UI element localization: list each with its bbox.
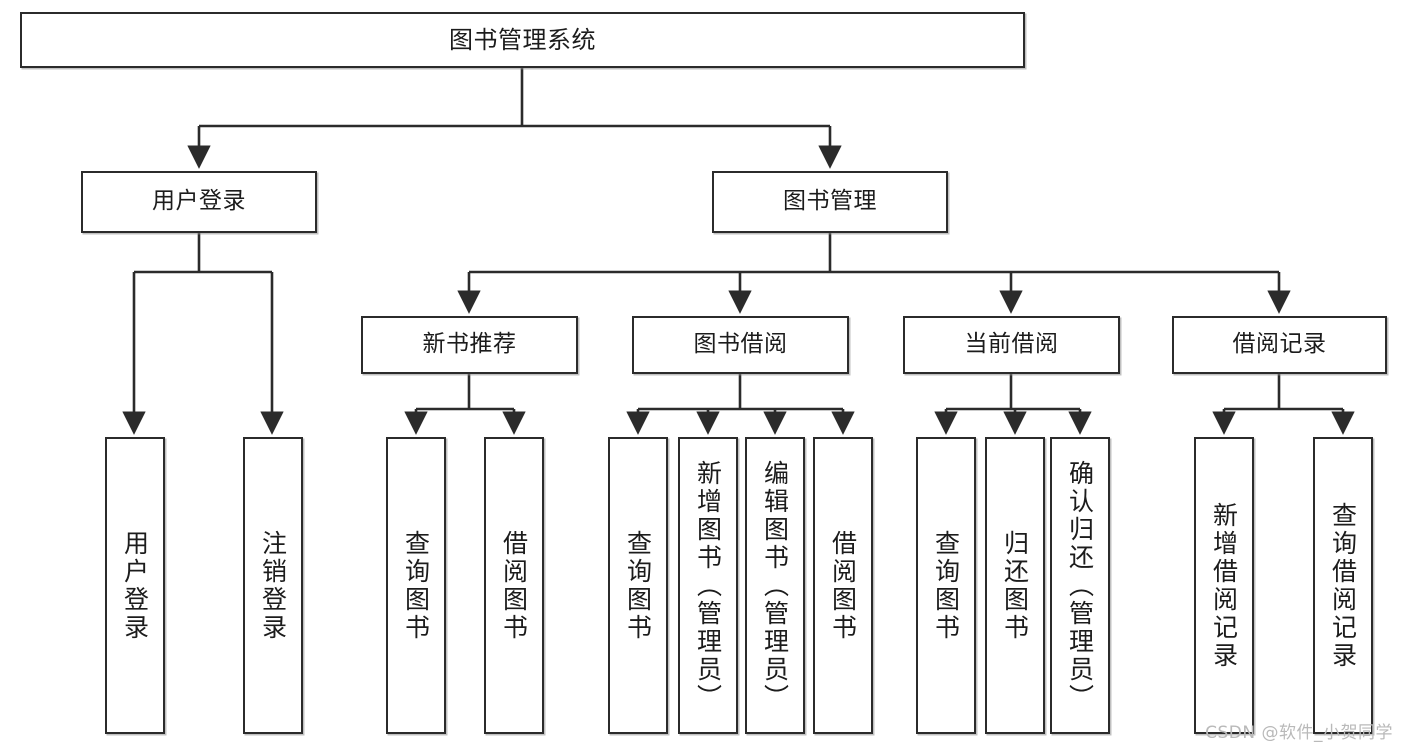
node-leaf-borrow-book-1-label: 借阅图书	[499, 529, 529, 642]
node-leaf-query-book-1[interactable]: 查询图书	[386, 437, 446, 734]
node-book-manage-label: 图书管理	[783, 188, 877, 215]
csdn-watermark: CSDN @软件_小贺同学	[1205, 723, 1393, 743]
node-leaf-return-book[interactable]: 归还图书	[985, 437, 1045, 734]
node-root[interactable]: 图书管理系统	[20, 12, 1025, 68]
node-leaf-borrow-book-2-label: 借阅图书	[828, 529, 858, 642]
node-root-label: 图书管理系统	[449, 25, 596, 54]
node-leaf-add-record-label: 新增借阅记录	[1209, 501, 1239, 670]
node-leaf-logout-label: 注销登录	[258, 529, 288, 642]
node-user-login[interactable]: 用户登录	[81, 171, 317, 233]
node-borrow-record[interactable]: 借阅记录	[1172, 316, 1387, 374]
node-leaf-edit-book-label: 编辑图书（管理员）	[760, 459, 790, 712]
node-user-login-label: 用户登录	[152, 188, 246, 215]
node-new-book-rec[interactable]: 新书推荐	[361, 316, 578, 374]
node-leaf-query-book-3[interactable]: 查询图书	[916, 437, 976, 734]
node-leaf-user-login[interactable]: 用户登录	[105, 437, 165, 734]
node-new-book-rec-label: 新书推荐	[422, 331, 517, 358]
node-leaf-edit-book[interactable]: 编辑图书（管理员）	[745, 437, 805, 734]
node-leaf-query-book-2[interactable]: 查询图书	[608, 437, 668, 734]
node-leaf-confirm-return[interactable]: 确认归还（管理员）	[1050, 437, 1110, 734]
node-leaf-logout[interactable]: 注销登录	[243, 437, 303, 734]
node-leaf-borrow-book-2[interactable]: 借阅图书	[813, 437, 873, 734]
node-leaf-query-book-2-label: 查询图书	[623, 529, 653, 642]
node-leaf-borrow-book-1[interactable]: 借阅图书	[484, 437, 544, 734]
node-leaf-add-book[interactable]: 新增图书（管理员）	[678, 437, 738, 734]
node-borrow-record-label: 借阅记录	[1232, 331, 1327, 358]
node-leaf-query-book-3-label: 查询图书	[931, 529, 961, 642]
node-leaf-query-record-label: 查询借阅记录	[1328, 501, 1358, 670]
node-current-borrow[interactable]: 当前借阅	[903, 316, 1120, 374]
node-leaf-add-book-label: 新增图书（管理员）	[693, 459, 723, 712]
node-leaf-query-book-1-label: 查询图书	[401, 529, 431, 642]
node-book-borrow-label: 图书借阅	[693, 331, 788, 358]
node-leaf-confirm-return-label: 确认归还（管理员）	[1065, 459, 1095, 712]
node-leaf-return-book-label: 归还图书	[1000, 529, 1030, 642]
node-leaf-query-record[interactable]: 查询借阅记录	[1313, 437, 1373, 734]
node-book-borrow[interactable]: 图书借阅	[632, 316, 849, 374]
node-book-manage[interactable]: 图书管理	[712, 171, 948, 233]
node-leaf-user-login-label: 用户登录	[120, 529, 150, 642]
node-current-borrow-label: 当前借阅	[964, 331, 1059, 358]
node-leaf-add-record[interactable]: 新增借阅记录	[1194, 437, 1254, 734]
